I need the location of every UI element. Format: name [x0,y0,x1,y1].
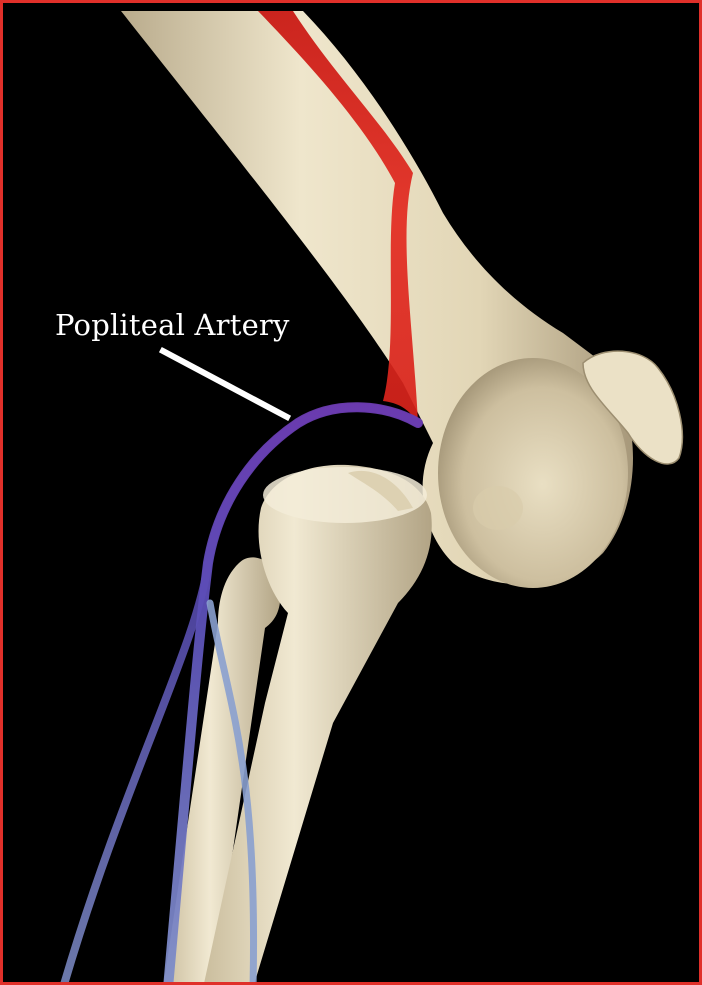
popliteal-artery-label: Popliteal Artery [55,308,290,342]
label-pointer-line [163,351,287,417]
knee-anatomy-illustration [3,3,702,985]
